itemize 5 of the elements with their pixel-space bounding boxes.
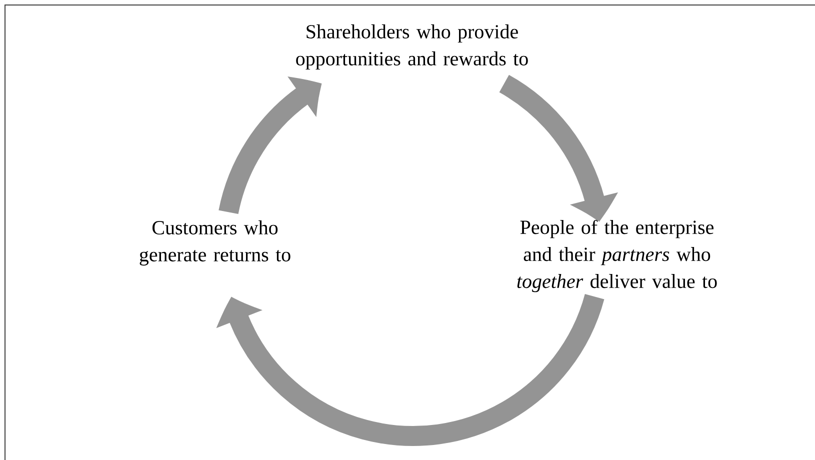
cycle-label: People of the enterprise and their partners who together deliver value to bbox=[517, 220, 717, 292]
cycle-label: Shareholders who provide opportunities and rewards to bbox=[296, 24, 528, 70]
cycle-label: Customers who generate returns to bbox=[140, 220, 290, 266]
curved-arrow bbox=[218, 293, 604, 446]
curved-arrow bbox=[218, 78, 322, 214]
